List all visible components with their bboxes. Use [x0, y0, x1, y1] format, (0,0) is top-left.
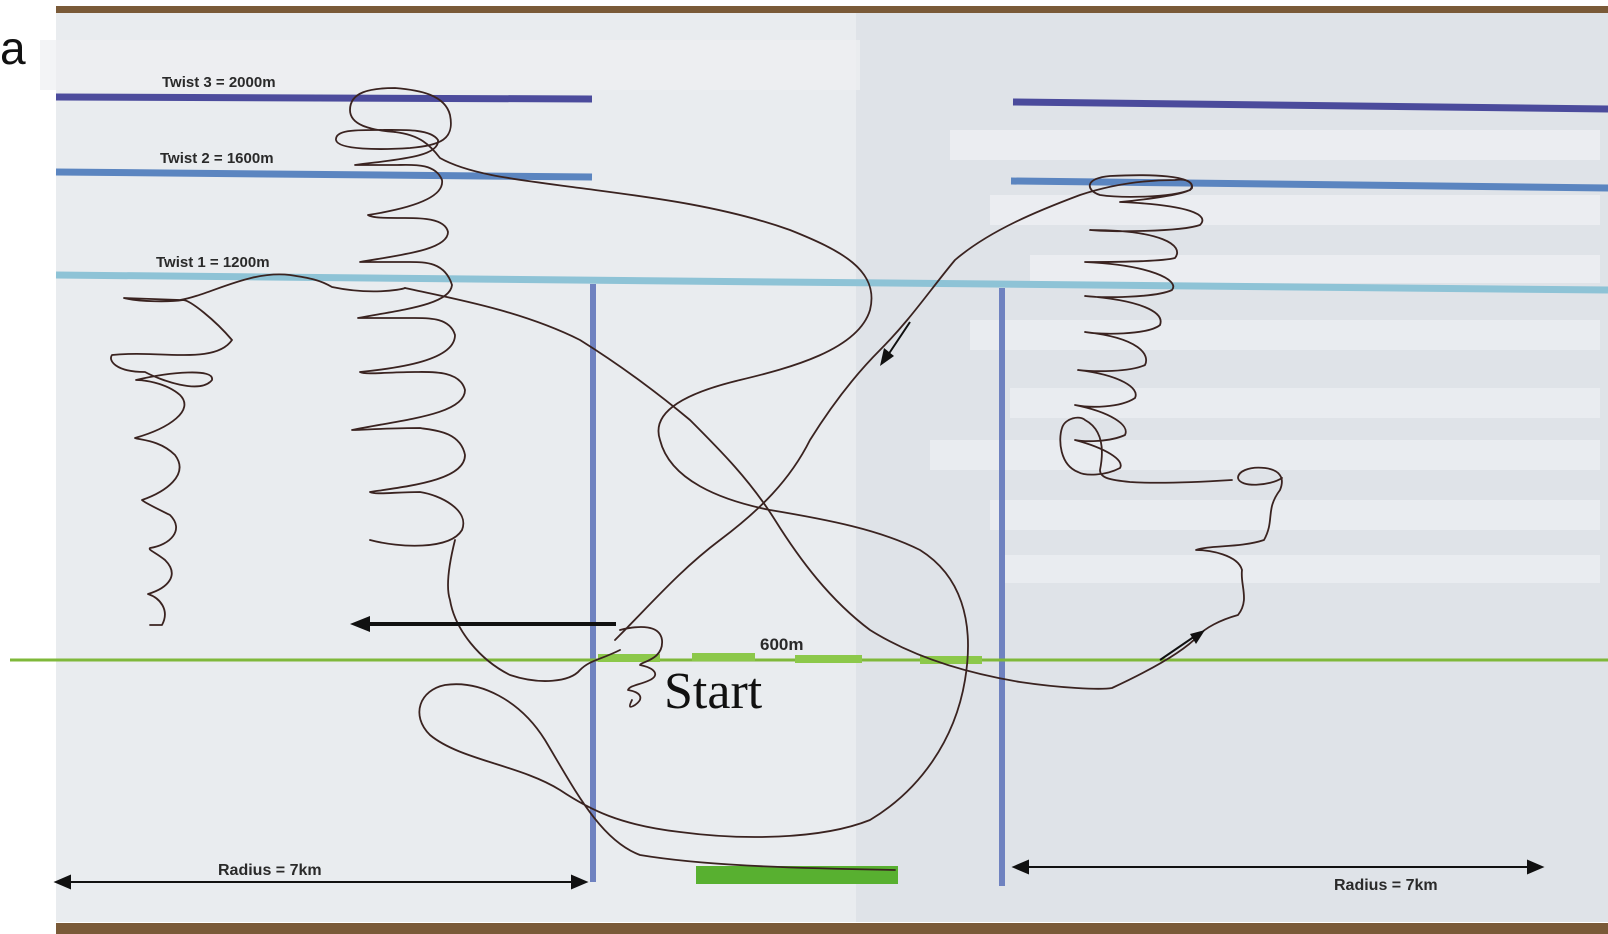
- track-big-s: [394, 131, 969, 871]
- photo-frame-top: [56, 6, 1608, 13]
- bleed-through-text: [930, 130, 1600, 583]
- track-arrow-2-head: [1190, 630, 1205, 644]
- radius-left-label: Radius = 7km: [218, 862, 322, 879]
- track-arrow-1-line: [885, 321, 911, 359]
- radius-arrows: [53, 859, 1545, 890]
- twist-2-line-left: [55, 168, 593, 181]
- photo-left-panel: [56, 8, 856, 922]
- start-label: Start: [664, 663, 763, 720]
- radius-right-label: Radius = 7km: [1334, 877, 1438, 894]
- twist-2-line-right: [1010, 177, 1608, 192]
- radius-right-arrow-start: [1011, 859, 1029, 875]
- track-rising-diagonal: [614, 178, 1193, 641]
- flight-track: [110, 87, 1283, 871]
- twist-3-label: Twist 3 = 2000m: [162, 74, 276, 91]
- twist-3-line-left: [55, 93, 593, 103]
- track-middle-spiral: [335, 87, 466, 547]
- track-start-loop: [619, 626, 663, 708]
- photo-frame-bottom: [56, 923, 1608, 934]
- track-arrow-2-line: [1159, 633, 1199, 661]
- return-arrow-head: [350, 616, 370, 632]
- radius-left-arrow-end: [571, 874, 589, 890]
- twist-1-line: [55, 271, 1608, 294]
- photo-bleed-band: [40, 40, 860, 90]
- track-arrow-1-head: [880, 348, 894, 366]
- radius-left-arrow-start: [53, 874, 71, 890]
- panel-letter: a: [0, 22, 26, 74]
- finish-bar: [696, 866, 898, 884]
- track-mid-connect: [447, 539, 621, 682]
- distance-label: 600m: [760, 635, 803, 654]
- track-cross-diagonal: [404, 287, 1283, 690]
- track-left-spiral: [110, 273, 406, 626]
- track-right-spiral: [1059, 174, 1233, 484]
- twist-2-label: Twist 2 = 1600m: [160, 150, 274, 167]
- direction-arrows: [350, 321, 1205, 661]
- twist-3-line-right: [1012, 98, 1608, 113]
- twist-1-label: Twist 1 = 1200m: [156, 254, 270, 271]
- radius-right-arrow-end: [1527, 859, 1545, 875]
